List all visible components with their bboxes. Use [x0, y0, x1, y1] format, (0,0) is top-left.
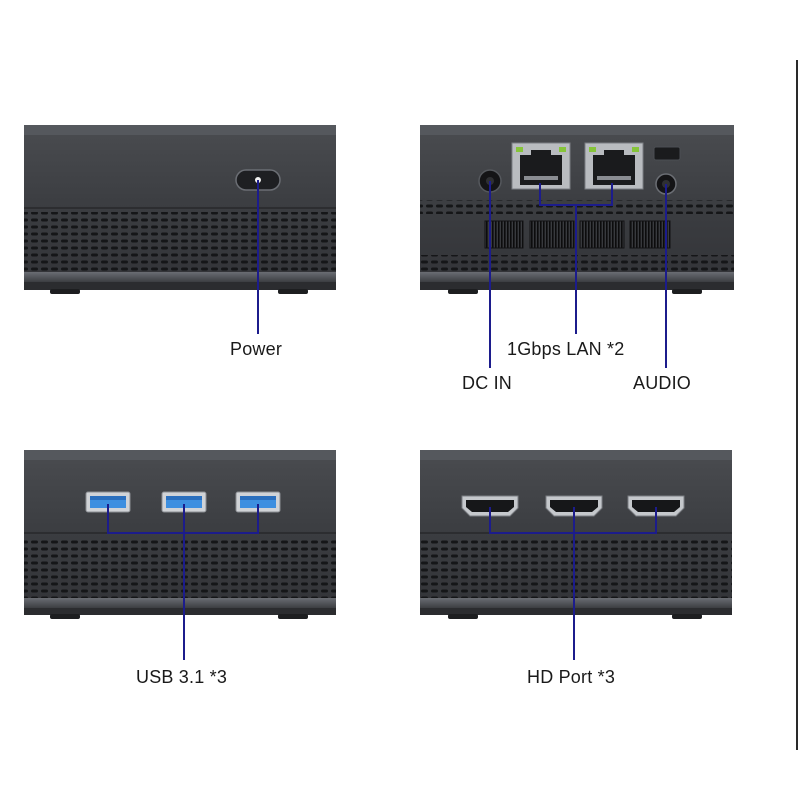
device-hd-side: [420, 450, 732, 660]
usb-port-icon: [161, 491, 207, 513]
usb-port-icon: [85, 491, 131, 513]
hd-port-label: HD Port *3: [527, 667, 616, 687]
lan-port-icon: [584, 142, 644, 190]
device-io-side: [420, 125, 734, 368]
dc-in-label: DC IN: [462, 373, 512, 393]
usb-label: USB 3.1 *3: [136, 667, 228, 687]
vent-grill: [529, 220, 575, 249]
power-label: Power: [230, 339, 283, 359]
lan-label: 1Gbps LAN *2: [507, 339, 625, 359]
lan-port-icon: [511, 142, 571, 190]
audio-label: AUDIO: [633, 373, 692, 393]
hd-port-icon: [461, 495, 519, 517]
vent-grill: [484, 220, 524, 249]
vent-grill: [629, 220, 671, 249]
switch-icon: [653, 146, 681, 161]
hd-port-icon: [545, 495, 603, 517]
page-edge-line: [796, 60, 798, 750]
vent-grill: [579, 220, 625, 249]
usb-port-icon: [235, 491, 281, 513]
device-power-side: [24, 125, 336, 334]
hd-port-icon: [627, 495, 685, 517]
device-usb-side: [24, 450, 336, 660]
